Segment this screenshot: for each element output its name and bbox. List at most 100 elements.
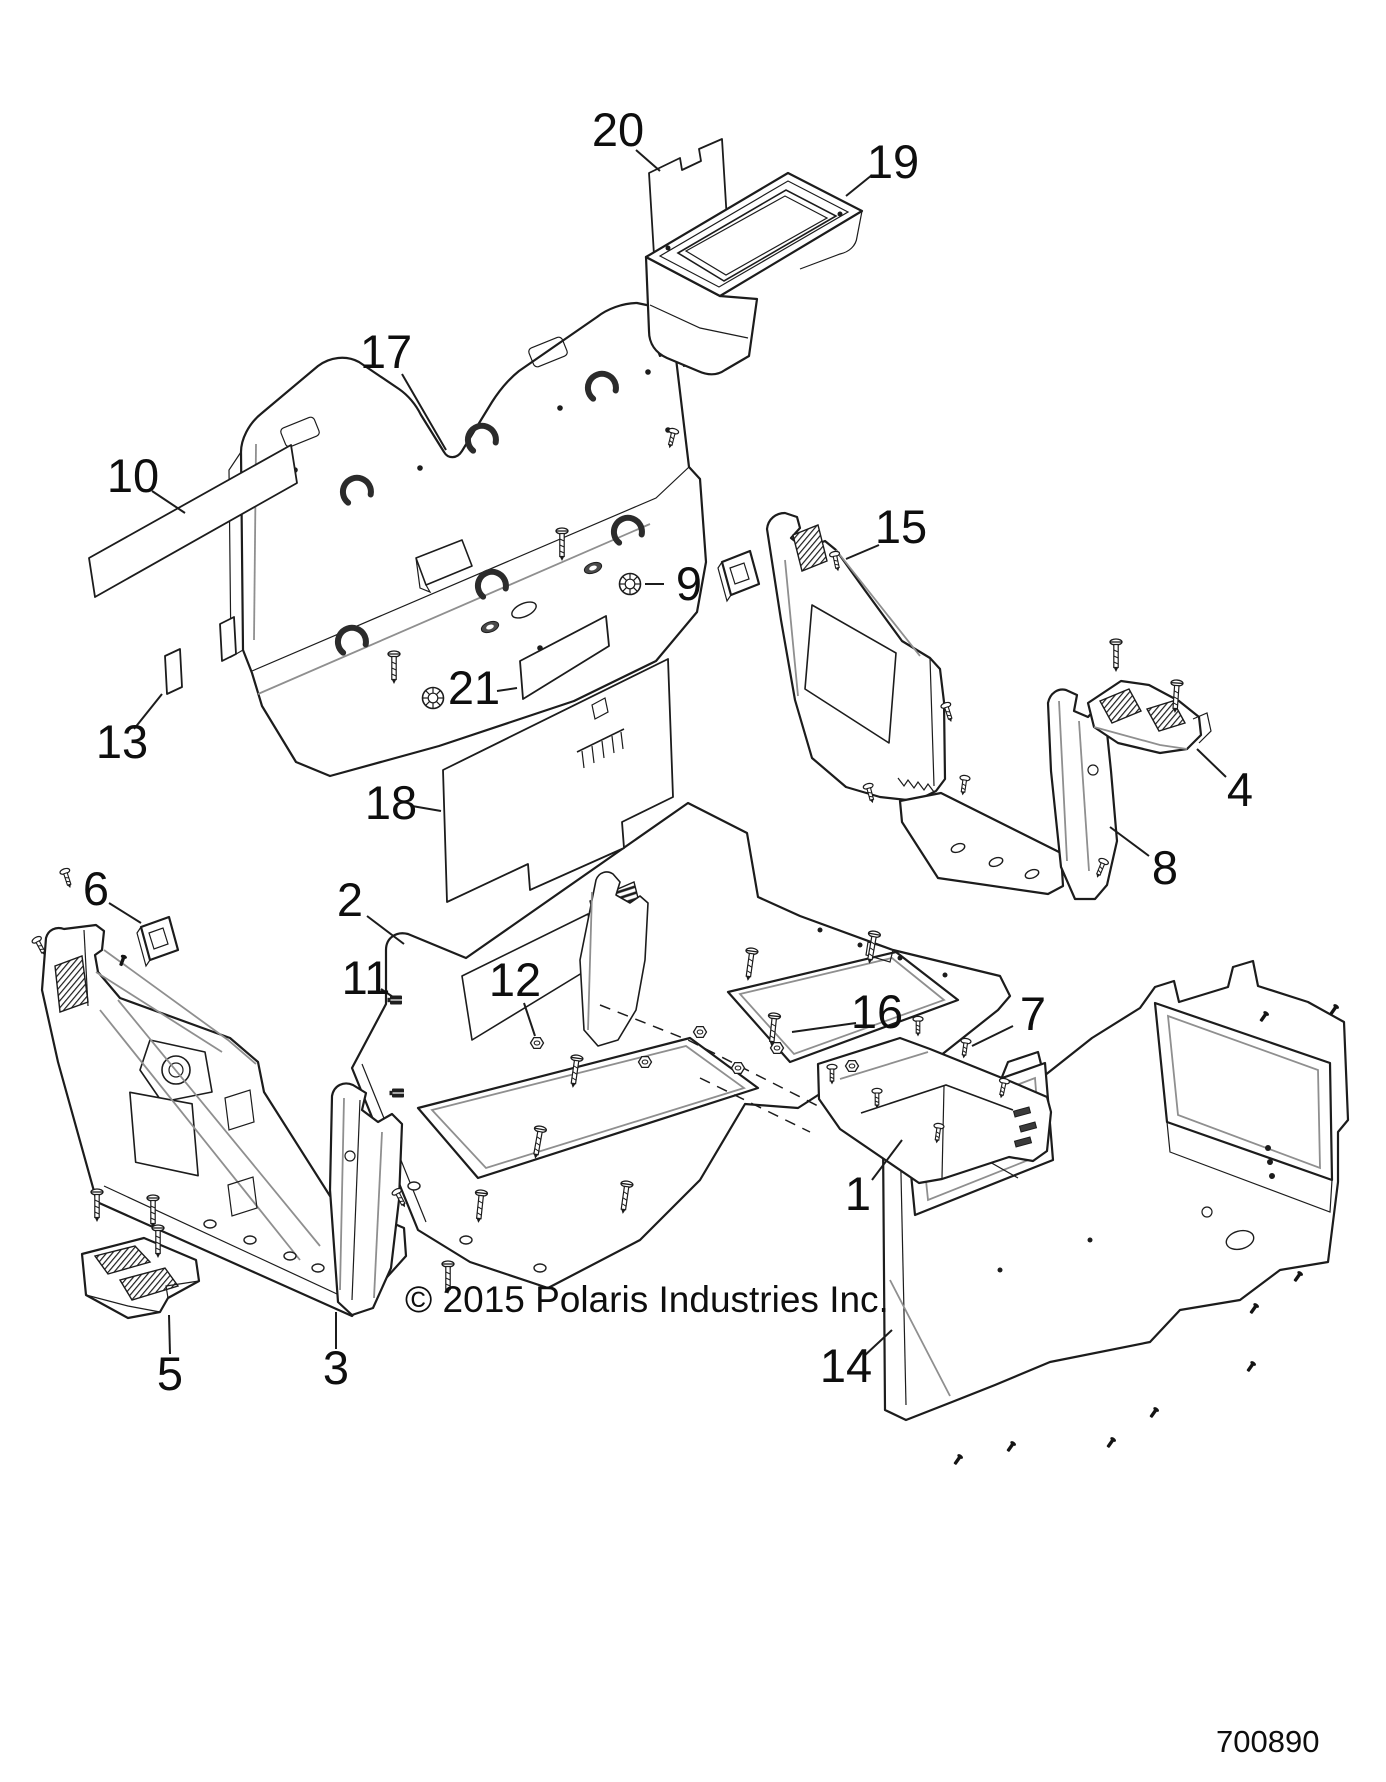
fastener-screw-small <box>1095 857 1109 878</box>
assembly-dash-lines <box>599 1004 819 1133</box>
callout-12: 12 <box>489 953 541 1006</box>
left-side-panel <box>40 923 408 1318</box>
fastener-screw-small <box>960 1037 972 1059</box>
callout-14: 14 <box>820 1339 872 1392</box>
fastener-screw-long <box>146 1194 160 1228</box>
fastener-hex-nut <box>637 1055 653 1069</box>
part-4-step-bracket-right <box>1086 679 1212 755</box>
fastener-screw-small <box>391 1187 406 1208</box>
callout-11: 11 <box>342 951 391 1004</box>
callout-21: 21 <box>448 661 500 714</box>
part-18-shield-sheet <box>442 658 674 903</box>
fastener-screw-long <box>1170 679 1184 713</box>
callout-leader-13 <box>133 693 163 730</box>
fastener-hex-nut <box>769 1041 785 1055</box>
part-6-access-clip <box>136 549 761 968</box>
fastener-screw-small <box>871 1087 883 1109</box>
callout-7: 7 <box>1020 987 1046 1040</box>
part-13-small-label <box>164 616 237 695</box>
callout-16: 16 <box>851 985 903 1038</box>
part-3-rear-pillar-left <box>328 1082 404 1317</box>
fastener-tiny-bolt <box>119 954 127 967</box>
callout-8: 8 <box>1152 841 1178 894</box>
handle-slot-cutouts <box>334 370 645 656</box>
callout-leader-5 <box>168 1314 171 1355</box>
fastener-screw-long <box>151 1224 165 1258</box>
fastener-tiny-bolt <box>1106 1437 1116 1448</box>
fastener-tiny-bolt <box>1246 1361 1256 1372</box>
fastener-screw-long <box>90 1188 104 1222</box>
callout-18: 18 <box>365 776 417 829</box>
fastener-screw-small <box>826 1063 838 1085</box>
part-2-floor-panel <box>350 801 1012 1290</box>
fastener-screw-small <box>933 1122 945 1144</box>
fastener-screw-long <box>745 947 759 981</box>
fastener-screw-long <box>570 1054 584 1088</box>
fastener-tiny-bolt <box>1329 1004 1339 1015</box>
fastener-tiny-bolt <box>1149 1407 1159 1418</box>
callout-15: 15 <box>875 500 927 553</box>
callout-17: 17 <box>360 325 412 378</box>
fastener-tiny-bolt <box>1006 1441 1016 1452</box>
callout-leader-1 <box>871 1139 903 1181</box>
fastener-screw-small <box>998 1077 1010 1099</box>
callout-5: 5 <box>157 1347 183 1400</box>
part-1-console-duct <box>816 1036 1053 1185</box>
part-15-side-panel-right <box>765 511 1065 896</box>
fastener-screw-long <box>474 1189 489 1223</box>
fastener-tiny-bolt <box>953 1454 963 1465</box>
callout-1: 1 <box>845 1167 871 1220</box>
fastener-screw-small <box>829 550 841 572</box>
fastener-screw-small <box>667 427 680 449</box>
fastener-hex-nut <box>692 1025 708 1039</box>
callout-leader-8 <box>1109 826 1150 857</box>
fastener-screw-long <box>620 1180 634 1214</box>
fastener-screw-long <box>867 930 882 964</box>
fastener-screw-long <box>1109 638 1123 672</box>
callout-leader-14 <box>862 1329 893 1358</box>
callout-10: 10 <box>107 449 159 502</box>
callout-20: 20 <box>592 103 644 156</box>
fastener-screw-long <box>555 527 569 561</box>
fastener-tiny-bolt <box>1259 1011 1269 1022</box>
fastener-layer <box>31 427 1339 1465</box>
callout-4: 4 <box>1227 763 1253 816</box>
fastener-tiny-bolt <box>1249 1303 1259 1314</box>
callout-6: 6 <box>83 862 109 915</box>
callout-9: 9 <box>676 557 702 610</box>
callout-leader-7 <box>971 1025 1014 1047</box>
fastener-clip-nut <box>387 995 402 1005</box>
fastener-screw-long <box>533 1125 548 1159</box>
callout-leader-2 <box>366 915 405 945</box>
fastener-push-nut <box>618 572 642 596</box>
fastener-screw-small <box>959 774 971 796</box>
callout-leader-10 <box>151 490 186 514</box>
callout-leader-6 <box>108 902 142 924</box>
callout-3: 3 <box>323 1341 349 1394</box>
part-10-decal-strip <box>88 444 298 598</box>
fastener-grommet <box>480 620 500 634</box>
callout-leader-20 <box>635 149 661 172</box>
callout-13: 13 <box>96 715 148 768</box>
callout-2: 2 <box>337 873 363 926</box>
fastener-hex-nut <box>529 1036 545 1050</box>
fastener-screw-long <box>767 1012 782 1046</box>
fastener-screw-small <box>912 1015 924 1037</box>
callout-leader-12 <box>523 1002 536 1037</box>
fastener-screw-long <box>441 1260 455 1294</box>
fastener-screw-small <box>59 867 72 888</box>
callout-leader-15 <box>845 544 880 560</box>
part-21-panel-label <box>519 615 610 700</box>
drawing-number: 700890 <box>1216 1724 1319 1759</box>
callout-leader-4 <box>1196 748 1227 778</box>
callout-leader-16 <box>791 1022 857 1033</box>
fastener-hex-nut <box>730 1061 746 1075</box>
fastener-screw-small <box>940 701 953 722</box>
callout-leader-18 <box>411 805 442 812</box>
part-19-storage-bin <box>644 171 864 376</box>
fastener-screw-small <box>862 782 875 804</box>
fastener-push-nut <box>421 686 445 710</box>
